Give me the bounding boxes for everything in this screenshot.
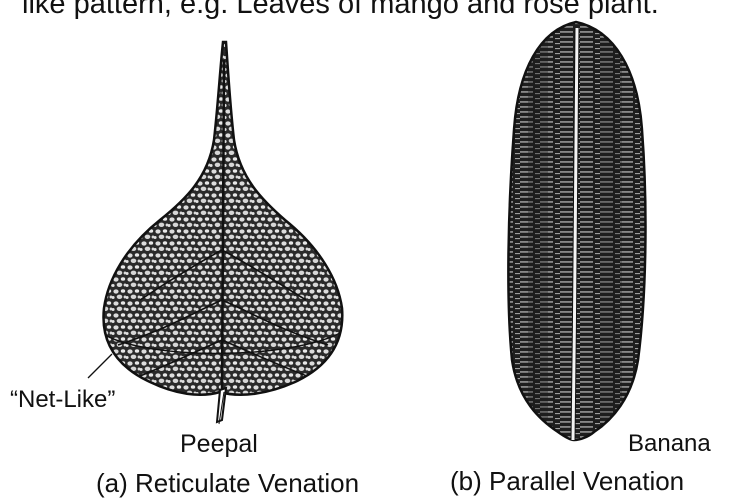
banana-label: Banana [628, 430, 711, 458]
net-like-label: “Net-Like” [10, 386, 115, 414]
banana-leaf-drawing [508, 22, 645, 440]
parallel-venation-caption: (b) Parallel Venation [450, 466, 684, 497]
peepal-leaf-drawing [103, 42, 342, 424]
peepal-label: Peepal [180, 430, 258, 459]
reticulate-venation-caption: (a) Reticulate Venation [96, 468, 359, 499]
net-like-pointer [88, 354, 112, 378]
